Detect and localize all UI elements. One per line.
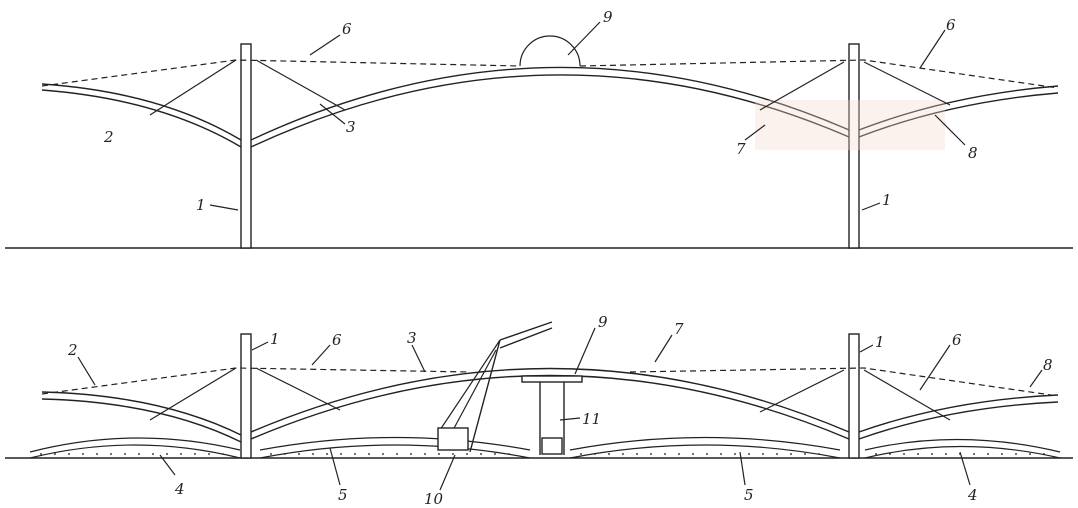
bottom-leader-7: [654, 334, 673, 363]
top-rib-right-highlight: [755, 100, 945, 150]
bottom-label-rib-right-inner: 7: [674, 320, 684, 338]
top-stay-1: [149, 59, 237, 116]
bottom-leader-10: [439, 454, 456, 491]
top-label-col-left: 1: [196, 196, 206, 214]
bottom-stay-2: [255, 367, 341, 411]
bottom-leader-col-right: [859, 344, 874, 353]
top-label-rib-right-inner: 7: [736, 140, 746, 158]
bottom-leader-col-left: [251, 341, 269, 351]
top-dome: [519, 35, 581, 67]
top-leader-col-right: [861, 202, 881, 211]
top-cable-left: [41, 59, 521, 87]
bottom-leader-11: [559, 417, 581, 421]
bottom-leader-6-left: [311, 344, 331, 366]
bottom-stay-4: [863, 369, 951, 421]
bottom-leader-5-left: [329, 447, 341, 486]
top-leader-col-left: [209, 204, 239, 211]
top-label-cable-right: 6: [946, 16, 956, 34]
bottom-elevation: 1 1 2 6 3 9 7 6 8 11 10 4 5 5 4: [5, 313, 1073, 508]
top-rib-right-outer-edge: [858, 92, 1059, 138]
top-rib-left-outer: [41, 83, 242, 141]
top-leader-7: [744, 124, 766, 141]
top-rib-left-outer-edge: [41, 89, 242, 148]
top-column-right: [848, 43, 860, 249]
bottom-label-ground-mid-right: 5: [744, 486, 754, 504]
top-cable-right: [579, 59, 1059, 89]
crane: [437, 321, 553, 453]
top-label-dome: 9: [603, 8, 613, 26]
bottom-label-crane-base: 10: [424, 490, 444, 508]
bottom-stay-3: [759, 369, 845, 413]
bottom-label-rib-right-outer: 8: [1043, 356, 1053, 374]
bottom-leader-5-right: [739, 451, 746, 486]
top-elevation: 1 1 6 6 2 3 7 8 9: [5, 8, 1073, 249]
bottom-label-cable-left: 6: [332, 331, 342, 349]
bottom-label-cable-right: 6: [952, 331, 962, 349]
bottom-main-arch-edge: [250, 374, 850, 440]
top-label-cable-left: 6: [342, 20, 352, 38]
bottom-leader-2: [77, 356, 96, 386]
bottom-leader-3: [411, 344, 426, 373]
top-label-brace-left: 3: [346, 118, 356, 136]
bottom-stay-1: [149, 367, 237, 421]
bottom-label-ground-right: 4: [967, 486, 978, 504]
bottom-column-right: [848, 333, 860, 459]
bottom-column-left: [240, 333, 252, 459]
top-leader-6-right: [919, 29, 946, 69]
top-leader-8: [934, 114, 966, 146]
bottom-label-ground-left: 4: [174, 480, 185, 498]
top-column-left: [240, 43, 252, 249]
bottom-label-crane-cab: 9: [598, 313, 608, 331]
top-main-arch-edge: [250, 74, 850, 148]
bottom-leader-9: [574, 327, 596, 375]
bottom-cable-right: [629, 367, 1059, 397]
top-rib-right-outer: [858, 85, 1059, 131]
top-stay-2: [255, 59, 346, 111]
top-leader-6-left: [309, 34, 341, 56]
top-label-rib-left: 2: [103, 128, 114, 146]
top-stay-3: [759, 61, 845, 111]
bottom-label-ground-mid-left: 5: [338, 486, 348, 504]
ground-scaffold: [29, 436, 1061, 459]
top-label-rib-right-outer: 8: [968, 144, 978, 162]
bottom-leader-4-right: [959, 451, 971, 486]
bottom-rib-left-outer: [41, 391, 242, 436]
bottom-main-arch: [250, 367, 850, 433]
bottom-leader-8: [1029, 369, 1043, 388]
bottom-label-col-right: 1: [875, 333, 885, 351]
bottom-label-rib-left-inner: 3: [407, 329, 417, 347]
bottom-label-col-left: 1: [270, 330, 280, 348]
top-leader-9: [567, 21, 601, 56]
lift-tower: [521, 375, 583, 455]
bottom-leader-6-right: [919, 344, 951, 391]
top-main-arch: [250, 66, 850, 141]
bottom-rib-left-outer-edge: [41, 398, 242, 443]
bottom-label-rib-left-outer: 2: [67, 341, 78, 359]
top-leader-3: [319, 103, 346, 125]
bottom-label-lift-tower: 11: [582, 410, 601, 428]
top-label-col-right: 1: [882, 191, 892, 209]
top-stay-4: [863, 61, 951, 106]
bottom-leader-4-left: [159, 454, 176, 476]
bottom-rib-right-outer: [858, 394, 1059, 433]
bottom-rib-right-outer-edge: [858, 401, 1059, 440]
